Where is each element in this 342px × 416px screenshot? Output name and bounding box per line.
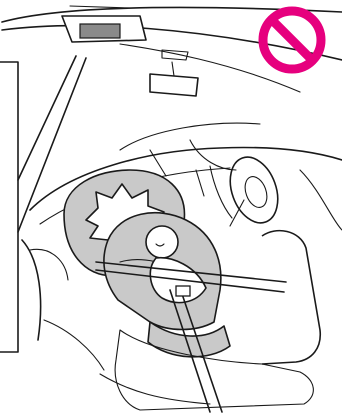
prohibition-sign-icon (263, 11, 321, 69)
seat-belt-buckle (176, 286, 190, 296)
center-console (196, 166, 232, 218)
sun-visor (62, 16, 146, 42)
airbag-warning-label-plate (80, 24, 120, 38)
